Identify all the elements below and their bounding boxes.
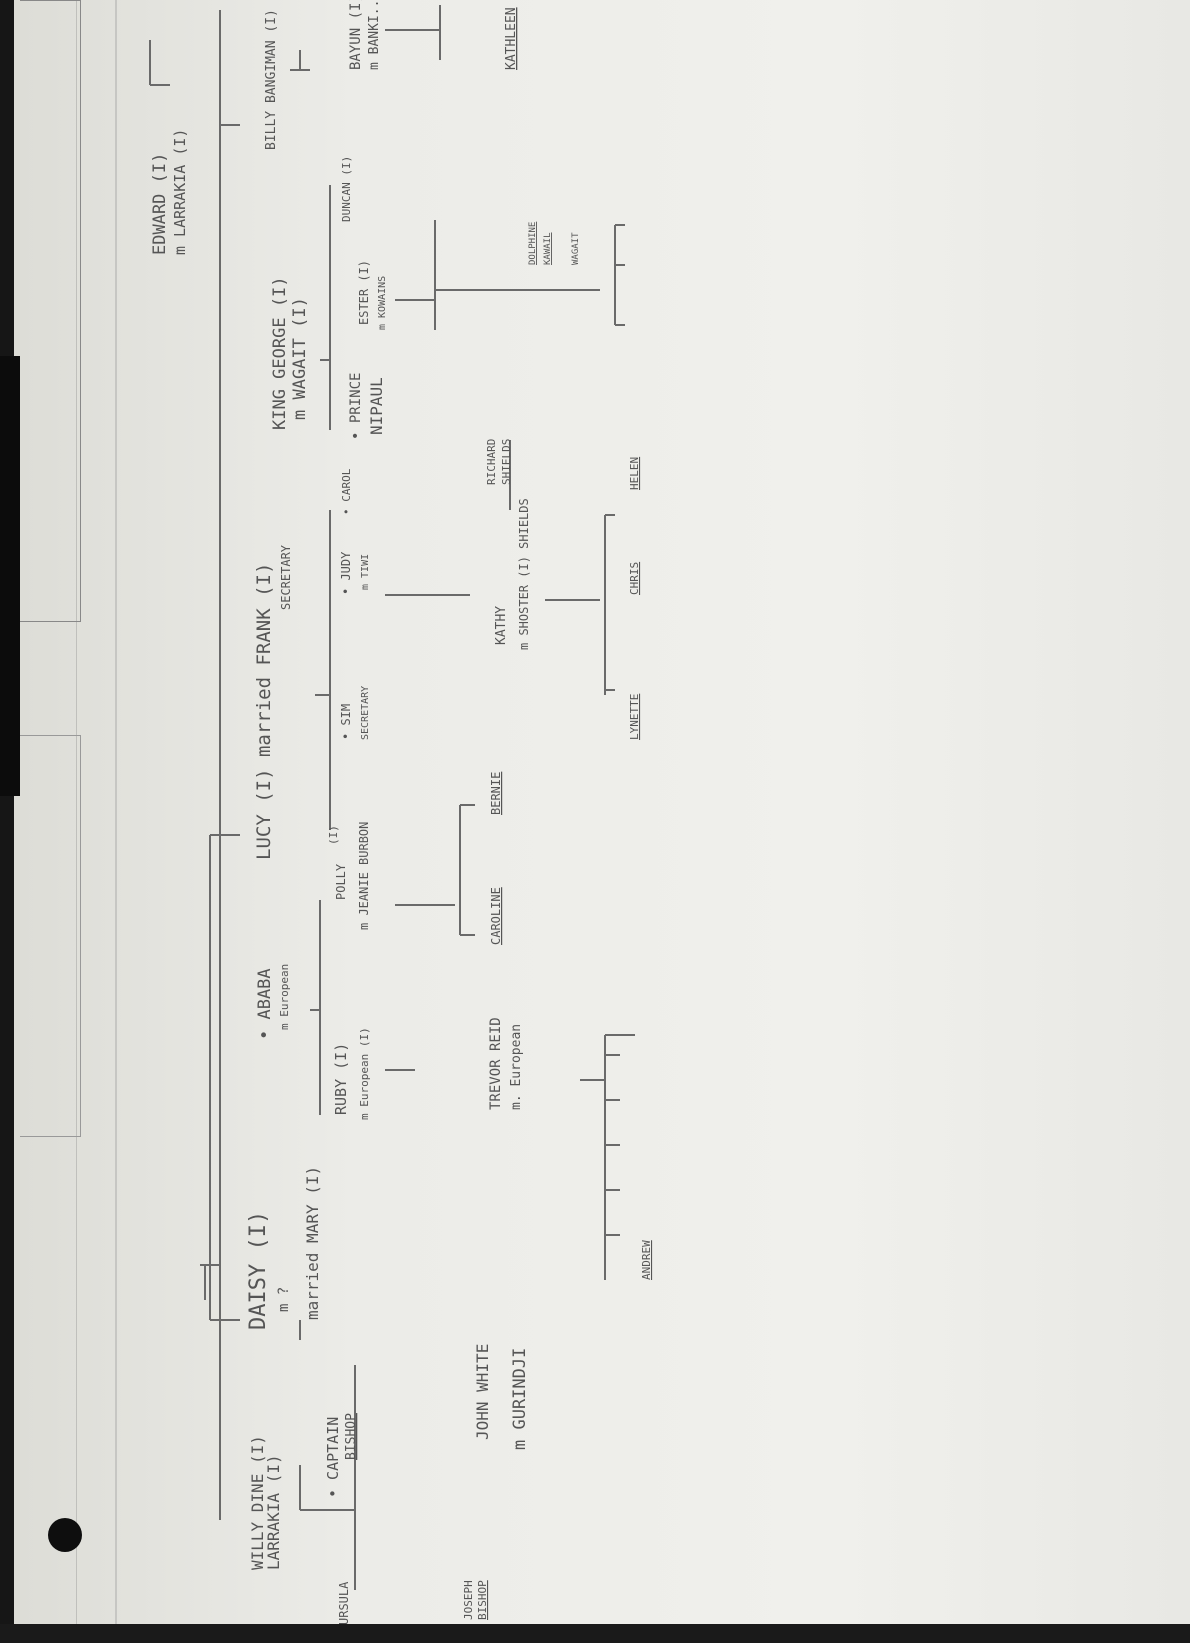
person-judy: • JUDY	[339, 551, 353, 595]
person-king-george: KING GEORGE (I)	[270, 276, 290, 430]
scan-frame-top	[20, 0, 81, 622]
person-lynette: LYNETTE	[628, 694, 641, 740]
person-ursula: URSULA	[337, 1581, 351, 1625]
page-fold-line	[115, 0, 117, 1643]
person-andrew: ANDREW	[640, 1240, 653, 1280]
i-marker: (I)	[327, 825, 340, 845]
person-bayun: BAYUN (I)	[348, 0, 364, 70]
person-captain-bishop: • CAPTAIN	[324, 1417, 342, 1498]
scan-edge-left	[0, 0, 14, 1643]
person-chris: CHRIS	[628, 562, 641, 595]
person-trevor: TREVOR REID	[488, 1017, 504, 1110]
tree-labels: WILLY DINE (I) LARRAKIA (I) DAISY (I) m …	[150, 0, 653, 1625]
person-lucy: LUCY (I) married FRANK (I)	[253, 563, 275, 860]
person-polly: POLLY	[334, 863, 348, 900]
person-bernie: BERNIE	[489, 772, 503, 815]
person-prince: • PRINCE	[348, 373, 364, 440]
person-kathleen: KATHLEEN	[504, 7, 519, 70]
person-bayun-sub: m BANKI...	[367, 0, 382, 70]
person-richard-sub: SHIELDS	[500, 439, 513, 485]
person-john-white: JOHN WHITE	[473, 1344, 492, 1440]
person-judy-sub: m TIWI	[360, 554, 371, 590]
person-john-white-sub: m GURINDJI	[510, 1348, 530, 1450]
person-king-george-sub: m WAGAIT (I)	[290, 297, 310, 420]
person-ababa: • ABABA	[255, 968, 275, 1040]
person-edward-sub: m LARRAKIA (I)	[171, 129, 189, 255]
person-polly-sub: m JEANIE BURBON	[357, 822, 371, 930]
person-joseph-sub: BISHOP	[476, 1580, 489, 1620]
person-daisy-sub: m ?	[276, 1287, 292, 1312]
person-daisy: DAISY (I)	[246, 1211, 271, 1330]
person-dolphine-sub: KAWAIL	[543, 232, 553, 265]
person-caroline: CAROLINE	[489, 887, 503, 945]
person-kathy-sub: m SHOSTER (I) SHIELDS	[517, 498, 531, 650]
person-lucy-sub: SECRETARY	[279, 544, 293, 610]
person-willy-sub: LARRAKIA (I)	[264, 1454, 283, 1570]
scan-shadow	[0, 356, 20, 796]
person-trevor-sub: m. European	[509, 1024, 524, 1110]
person-ababa-sub: m European	[278, 964, 291, 1030]
married-mary: married MARY (I)	[303, 1166, 322, 1320]
tree-lines	[149, 5, 635, 1590]
person-richard: RICHARD	[485, 439, 498, 485]
person-edward: EDWARD (I)	[150, 153, 170, 255]
person-prince-sub: NIPAUL	[367, 377, 386, 435]
person-sim: • SIM	[339, 704, 353, 740]
person-carol: • CAROL	[340, 468, 353, 515]
person-sim-sub: SECRETARY	[360, 686, 371, 740]
person-joseph: JOSEPH	[462, 1580, 475, 1620]
person-esther-sub: m KOWAINS	[377, 276, 388, 330]
person-kathy: KATHY	[494, 606, 509, 645]
person-helen: HELEN	[628, 457, 641, 490]
scan-frame-middle	[20, 735, 81, 1137]
person-ruby: RUBY (I)	[332, 1043, 350, 1115]
person-dolphine: DOLPHINE	[528, 222, 538, 265]
person-duncan: DUNCAN (I)	[340, 156, 353, 222]
person-wagait: WAGAIT	[571, 232, 581, 265]
person-captain-bishop-sub: BISHOP	[344, 1413, 359, 1460]
scan-edge-bottom	[0, 1624, 1190, 1643]
person-billy: BILLY BANGIMAN (I)	[264, 9, 279, 150]
person-ruby-sub: m European (I)	[358, 1027, 371, 1120]
punch-hole	[48, 1518, 82, 1552]
person-willy: WILLY DINE (I)	[248, 1435, 267, 1570]
page-fold-line	[76, 0, 77, 1643]
person-esther: ESTER (I)	[357, 260, 371, 325]
